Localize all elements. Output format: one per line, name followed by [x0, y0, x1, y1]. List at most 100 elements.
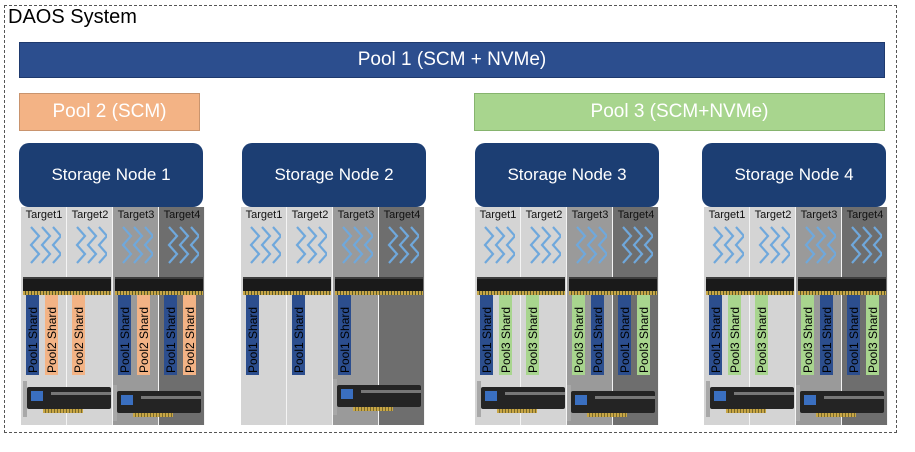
nvme-bracket	[113, 385, 117, 421]
pool3-shard-label: Pool3 Shard	[866, 306, 880, 373]
pool1-shard-label: Pool1 Shard	[847, 306, 861, 373]
pool3-shard-label: Pool3 Shard	[801, 306, 815, 373]
pool1-shard: Pool1 Shard	[820, 293, 834, 375]
target-label: Target1	[479, 209, 517, 221]
data-flow-waves-icon	[341, 226, 373, 264]
storage-node-3: Storage Node 3	[475, 143, 659, 207]
nvme-bracket	[477, 381, 481, 417]
pool1-shard-label: Pool1 Shard	[591, 306, 605, 373]
nvme-connector	[587, 413, 627, 417]
pool2-shard: Pool2 Shard	[137, 293, 151, 375]
data-flow-waves-icon	[758, 226, 790, 264]
data-flow-waves-icon	[850, 226, 882, 264]
target-label: Target4	[383, 209, 421, 221]
pool1-shard-label: Pool1 Shard	[338, 306, 352, 373]
pool1-shard: Pool1 Shard	[118, 293, 132, 375]
pool1-shard-label: Pool1 Shard	[26, 306, 40, 373]
target-label: Target2	[291, 209, 329, 221]
pool1-shard-label: Pool1 Shard	[292, 306, 306, 373]
data-flow-waves-icon	[804, 226, 836, 264]
target-label: Target3	[800, 209, 838, 221]
target-label: Target2	[525, 209, 563, 221]
target-label: Target3	[117, 209, 155, 221]
scm-memory-module-icon	[798, 277, 886, 295]
data-flow-waves-icon	[575, 226, 607, 264]
pool1-shard: Pool1 Shard	[847, 293, 861, 375]
pool3-shard: Pool3 Shard	[728, 293, 742, 375]
nvme-ssd-card-icon	[800, 391, 884, 413]
pool-1-bar: Pool 1 (SCM + NVMe)	[19, 42, 885, 78]
pool1-shard-label: Pool1 Shard	[709, 306, 723, 373]
data-flow-waves-icon	[621, 226, 653, 264]
data-flow-waves-icon	[75, 226, 107, 264]
pool2-shard: Pool2 Shard	[183, 293, 197, 375]
scm-memory-module-icon	[477, 277, 565, 295]
target-label: Target2	[71, 209, 109, 221]
target-label: Target4	[846, 209, 884, 221]
target-label: Target1	[708, 209, 746, 221]
nvme-ssd-card-icon	[571, 391, 655, 413]
pool1-shard: Pool1 Shard	[709, 293, 723, 375]
scm-memory-module-icon	[23, 277, 111, 295]
nvme-connector	[726, 409, 766, 413]
scm-memory-module-icon	[569, 277, 657, 295]
pool3-shard: Pool3 Shard	[866, 293, 880, 375]
pool1-shard: Pool1 Shard	[338, 293, 352, 375]
pool1-shard-label: Pool1 Shard	[164, 306, 178, 373]
data-flow-waves-icon	[249, 226, 281, 264]
data-flow-waves-icon	[483, 226, 515, 264]
scm-memory-module-icon	[335, 277, 423, 295]
target-label: Target4	[617, 209, 655, 221]
pool3-shard: Pool3 Shard	[637, 293, 651, 375]
scm-memory-module-icon	[243, 277, 331, 295]
storage-node-4: Storage Node 4	[702, 143, 886, 207]
pool3-shard-label: Pool3 Shard	[755, 306, 769, 373]
data-flow-waves-icon	[167, 226, 199, 264]
nvme-connector	[816, 413, 856, 417]
nvme-ssd-card-icon	[337, 385, 421, 407]
pool3-shard: Pool3 Shard	[499, 293, 513, 375]
nvme-connector	[353, 407, 393, 411]
pool2-shard: Pool2 Shard	[45, 293, 59, 375]
pool3-shard-label: Pool3 Shard	[728, 306, 742, 373]
pool3-shard: Pool3 Shard	[755, 293, 769, 375]
target-label: Target3	[571, 209, 609, 221]
pool1-shard: Pool1 Shard	[480, 293, 494, 375]
system-title: DAOS System	[8, 6, 137, 28]
target-label: Target1	[245, 209, 283, 221]
nvme-bracket	[796, 385, 800, 421]
nvme-ssd-card-icon	[710, 387, 794, 409]
pool3-shard-label: Pool3 Shard	[526, 306, 540, 373]
pool-2-bar: Pool 2 (SCM)	[19, 93, 200, 131]
pool2-shard-label: Pool2 Shard	[45, 306, 59, 373]
pool3-shard: Pool3 Shard	[572, 293, 586, 375]
pool3-shard: Pool3 Shard	[801, 293, 815, 375]
scm-memory-module-icon	[115, 277, 203, 295]
pool1-shard-label: Pool1 Shard	[246, 306, 260, 373]
pool1-shard-label: Pool1 Shard	[480, 306, 494, 373]
nvme-bracket	[567, 385, 571, 421]
nvme-connector	[497, 409, 537, 413]
pool2-shard-label: Pool2 Shard	[137, 306, 151, 373]
target-label: Target3	[337, 209, 375, 221]
data-flow-waves-icon	[712, 226, 744, 264]
pool1-shard: Pool1 Shard	[26, 293, 40, 375]
pool2-shard-label: Pool2 Shard	[183, 306, 197, 373]
pool1-shard: Pool1 Shard	[246, 293, 260, 375]
data-flow-waves-icon	[121, 226, 153, 264]
pool2-shard-label: Pool2 Shard	[72, 306, 86, 373]
pool1-shard-label: Pool1 Shard	[820, 306, 834, 373]
pool1-shard-label: Pool1 Shard	[118, 306, 132, 373]
pool1-shard-label: Pool1 Shard	[618, 306, 632, 373]
pool3-shard-label: Pool3 Shard	[637, 306, 651, 373]
nvme-connector	[43, 409, 83, 413]
